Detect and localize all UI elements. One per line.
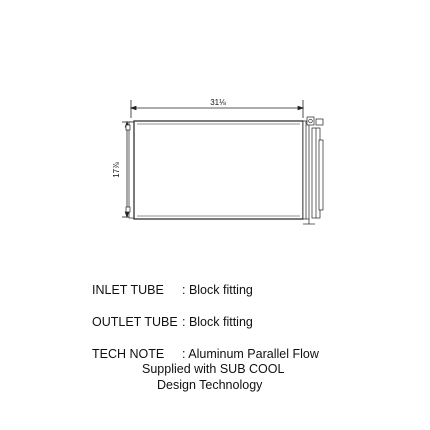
outlet-tube-value: : Block fitting [182, 315, 253, 329]
block-fittings [303, 116, 324, 225]
receiver-drier [311, 127, 324, 219]
tech-note-line-2: Supplied with SUB COOL [142, 362, 285, 376]
inlet-tube-value: : Block fitting [182, 283, 253, 297]
tech-note-row: TECH NOTE : Aluminum Parallel Flow [92, 347, 319, 362]
condenser-core [133, 120, 304, 220]
outlet-tube-row: OUTLET TUBE : Block fitting [92, 315, 253, 330]
width-dimension-label: 31⅛ [210, 98, 226, 107]
condenser-drawing: 31⅛ 17⅞ [112, 98, 324, 225]
width-dimension [129, 100, 305, 118]
outlet-tube-label: OUTLET TUBE [92, 315, 178, 329]
tech-note-line-3: Design Technology [157, 378, 263, 392]
header-tank [302, 120, 310, 220]
tech-note-value: : Aluminum Parallel Flow [182, 347, 319, 361]
inlet-tube-label: INLET TUBE [92, 283, 164, 297]
tech-note-label: TECH NOTE [92, 347, 165, 361]
height-dimension-label: 17⅞ [112, 162, 121, 178]
inlet-tube-row: INLET TUBE : Block fitting [92, 283, 253, 298]
